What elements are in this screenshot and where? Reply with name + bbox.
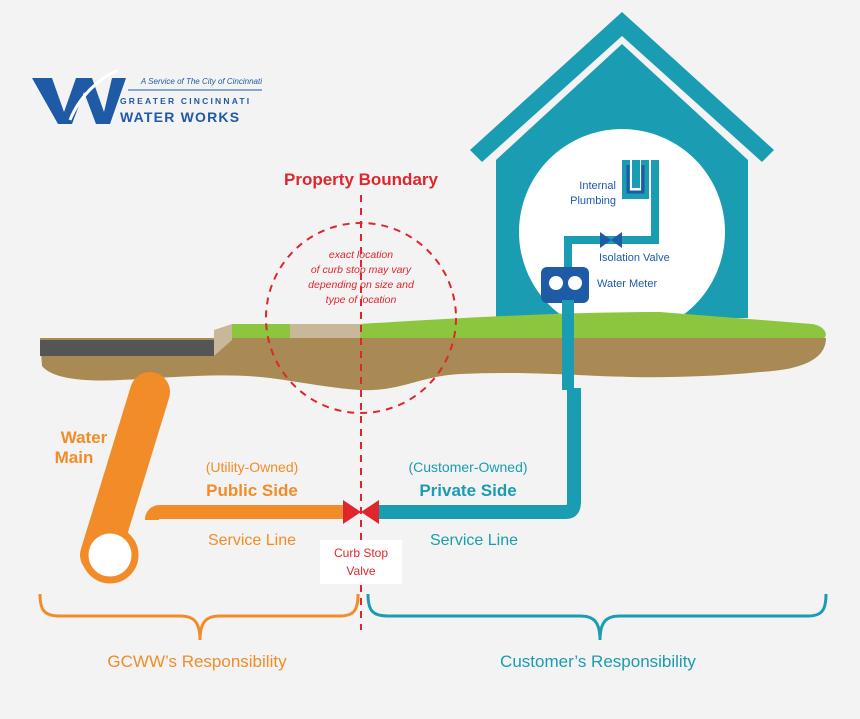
grass-strip-left bbox=[232, 324, 290, 338]
public-side-label: Public Side bbox=[206, 481, 298, 500]
private-side-label: Private Side bbox=[419, 481, 516, 500]
lawn bbox=[360, 312, 826, 338]
property-boundary-label: Property Boundary bbox=[284, 170, 439, 189]
sidewalk bbox=[290, 324, 360, 338]
public-service-line bbox=[145, 505, 346, 521]
utility-owned-label: (Utility-Owned) bbox=[206, 459, 299, 475]
curb-stop-range-circle bbox=[265, 222, 457, 414]
gcww-logo: A Service of The City of Cincinnati GREA… bbox=[32, 68, 262, 125]
private-service-line bbox=[376, 388, 581, 519]
water-main-opening bbox=[81, 526, 139, 584]
gcww-responsibility-label: GCWW’s Responsibility bbox=[107, 652, 287, 671]
service-line-right-label: Service Line bbox=[430, 532, 518, 549]
logo-line2: WATER WORKS bbox=[120, 109, 240, 125]
internal-plumbing-label-2: Plumbing bbox=[570, 195, 616, 207]
logo-line1: GREATER CINCINNATI bbox=[120, 96, 251, 106]
curb bbox=[214, 324, 232, 356]
house-riser-pipe bbox=[562, 300, 574, 390]
water-main-label-1: Water bbox=[61, 428, 108, 447]
service-line-left-label: Service Line bbox=[208, 532, 296, 549]
customer-brace bbox=[366, 593, 828, 641]
road bbox=[40, 340, 214, 356]
water-meter-label: Water Meter bbox=[597, 278, 657, 290]
isolation-valve-label: Isolation Valve bbox=[599, 252, 670, 264]
curb-stop-label-2: Valve bbox=[346, 564, 375, 578]
curb-stop-valve-icon bbox=[343, 500, 379, 524]
house: Internal Plumbing Isolation Valve Water … bbox=[470, 12, 774, 335]
logo-tagline: A Service of The City of Cincinnati bbox=[140, 77, 262, 86]
customer-owned-label: (Customer-Owned) bbox=[408, 459, 527, 475]
logo-swoosh bbox=[68, 68, 119, 121]
curb-note-4: type of location bbox=[326, 294, 397, 306]
ground bbox=[40, 312, 826, 391]
curb-stop-label-box bbox=[320, 540, 402, 584]
soil bbox=[40, 338, 826, 391]
curb-note-2: of curb stop may vary bbox=[311, 264, 412, 276]
customer-responsibility-label: Customer’s Responsibility bbox=[500, 652, 696, 671]
internal-plumbing-label-1: Internal bbox=[579, 180, 616, 192]
isolation-valve-icon bbox=[600, 232, 622, 248]
property-boundary: Property Boundary exact location of curb… bbox=[265, 170, 457, 630]
gcww-brace bbox=[38, 593, 360, 641]
curb-note-1: exact location bbox=[329, 249, 393, 261]
internal-plumbing-inner bbox=[626, 165, 645, 194]
pipes bbox=[80, 300, 581, 584]
water-main-label-2: Main bbox=[55, 448, 94, 467]
curb-stop-label-1: Curb Stop bbox=[334, 546, 388, 560]
curb-note-3: depending on size and bbox=[308, 279, 415, 291]
water-meter-icon bbox=[541, 267, 589, 303]
